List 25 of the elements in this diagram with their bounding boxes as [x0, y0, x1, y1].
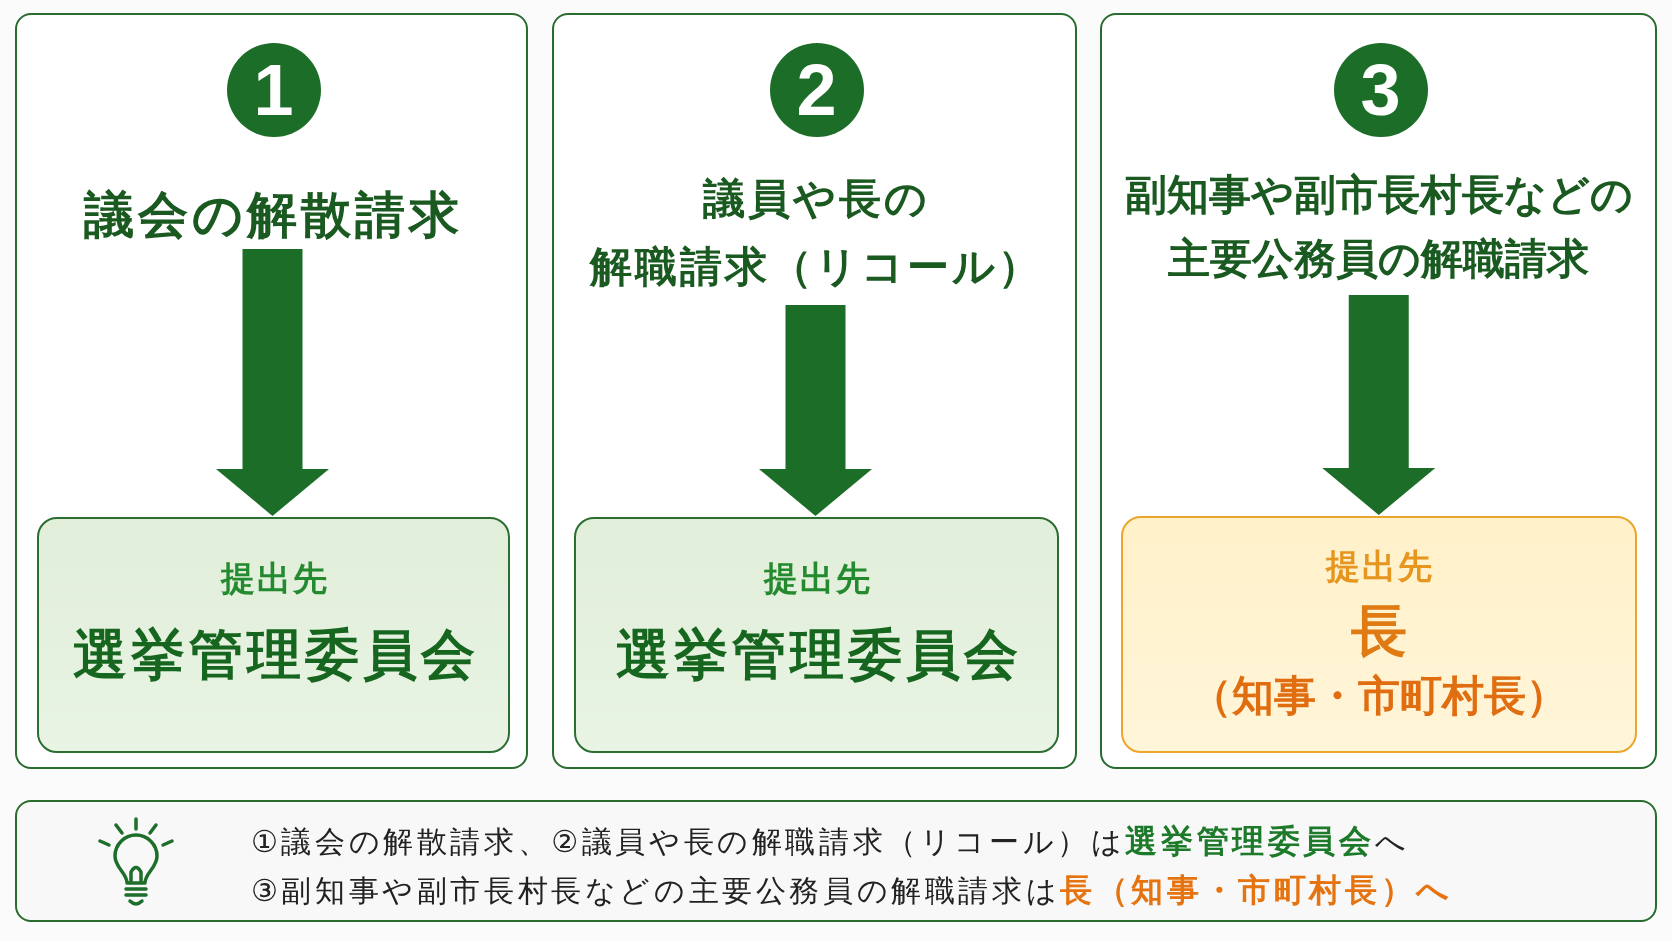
box-label: 提出先 — [1324, 545, 1434, 587]
destination-name: 長 — [1351, 596, 1407, 664]
box-label: 提出先 — [219, 557, 329, 599]
note-text: ①議会の解散請求、②議員や長の解職請求（リコール）は選挙管理委員会へ — [251, 821, 1410, 862]
step-heading: 議会の解散請求 — [80, 185, 463, 245]
box-label: 提出先 — [762, 557, 872, 599]
arrow — [216, 249, 329, 516]
panel — [1100, 13, 1657, 769]
destination-name: 選挙管理委員会 — [614, 621, 1022, 687]
panel — [15, 13, 528, 769]
number-badge: 2 — [769, 43, 864, 137]
destination-box — [574, 517, 1059, 753]
note-text: ③副知事や副市長村長などの主要公務員の解職請求は長（知事・市町村長）へ — [251, 870, 1453, 911]
arrow — [1322, 295, 1436, 515]
destination-box — [1121, 516, 1637, 753]
destination-name: 選挙管理委員会 — [71, 621, 479, 687]
destination-note: （知事・市町村長） — [1190, 671, 1568, 721]
number-badge: 1 — [226, 43, 321, 137]
arrow — [759, 305, 872, 516]
number-badge: 3 — [1333, 43, 1428, 137]
destination-box — [37, 517, 510, 753]
step-heading: 議員や長の解職請求（リコール） — [586, 165, 1043, 301]
panel — [552, 13, 1077, 769]
note-box — [15, 800, 1657, 922]
step-heading: 副知事や副市長村長などの主要公務員の解職請求 — [1124, 163, 1633, 291]
